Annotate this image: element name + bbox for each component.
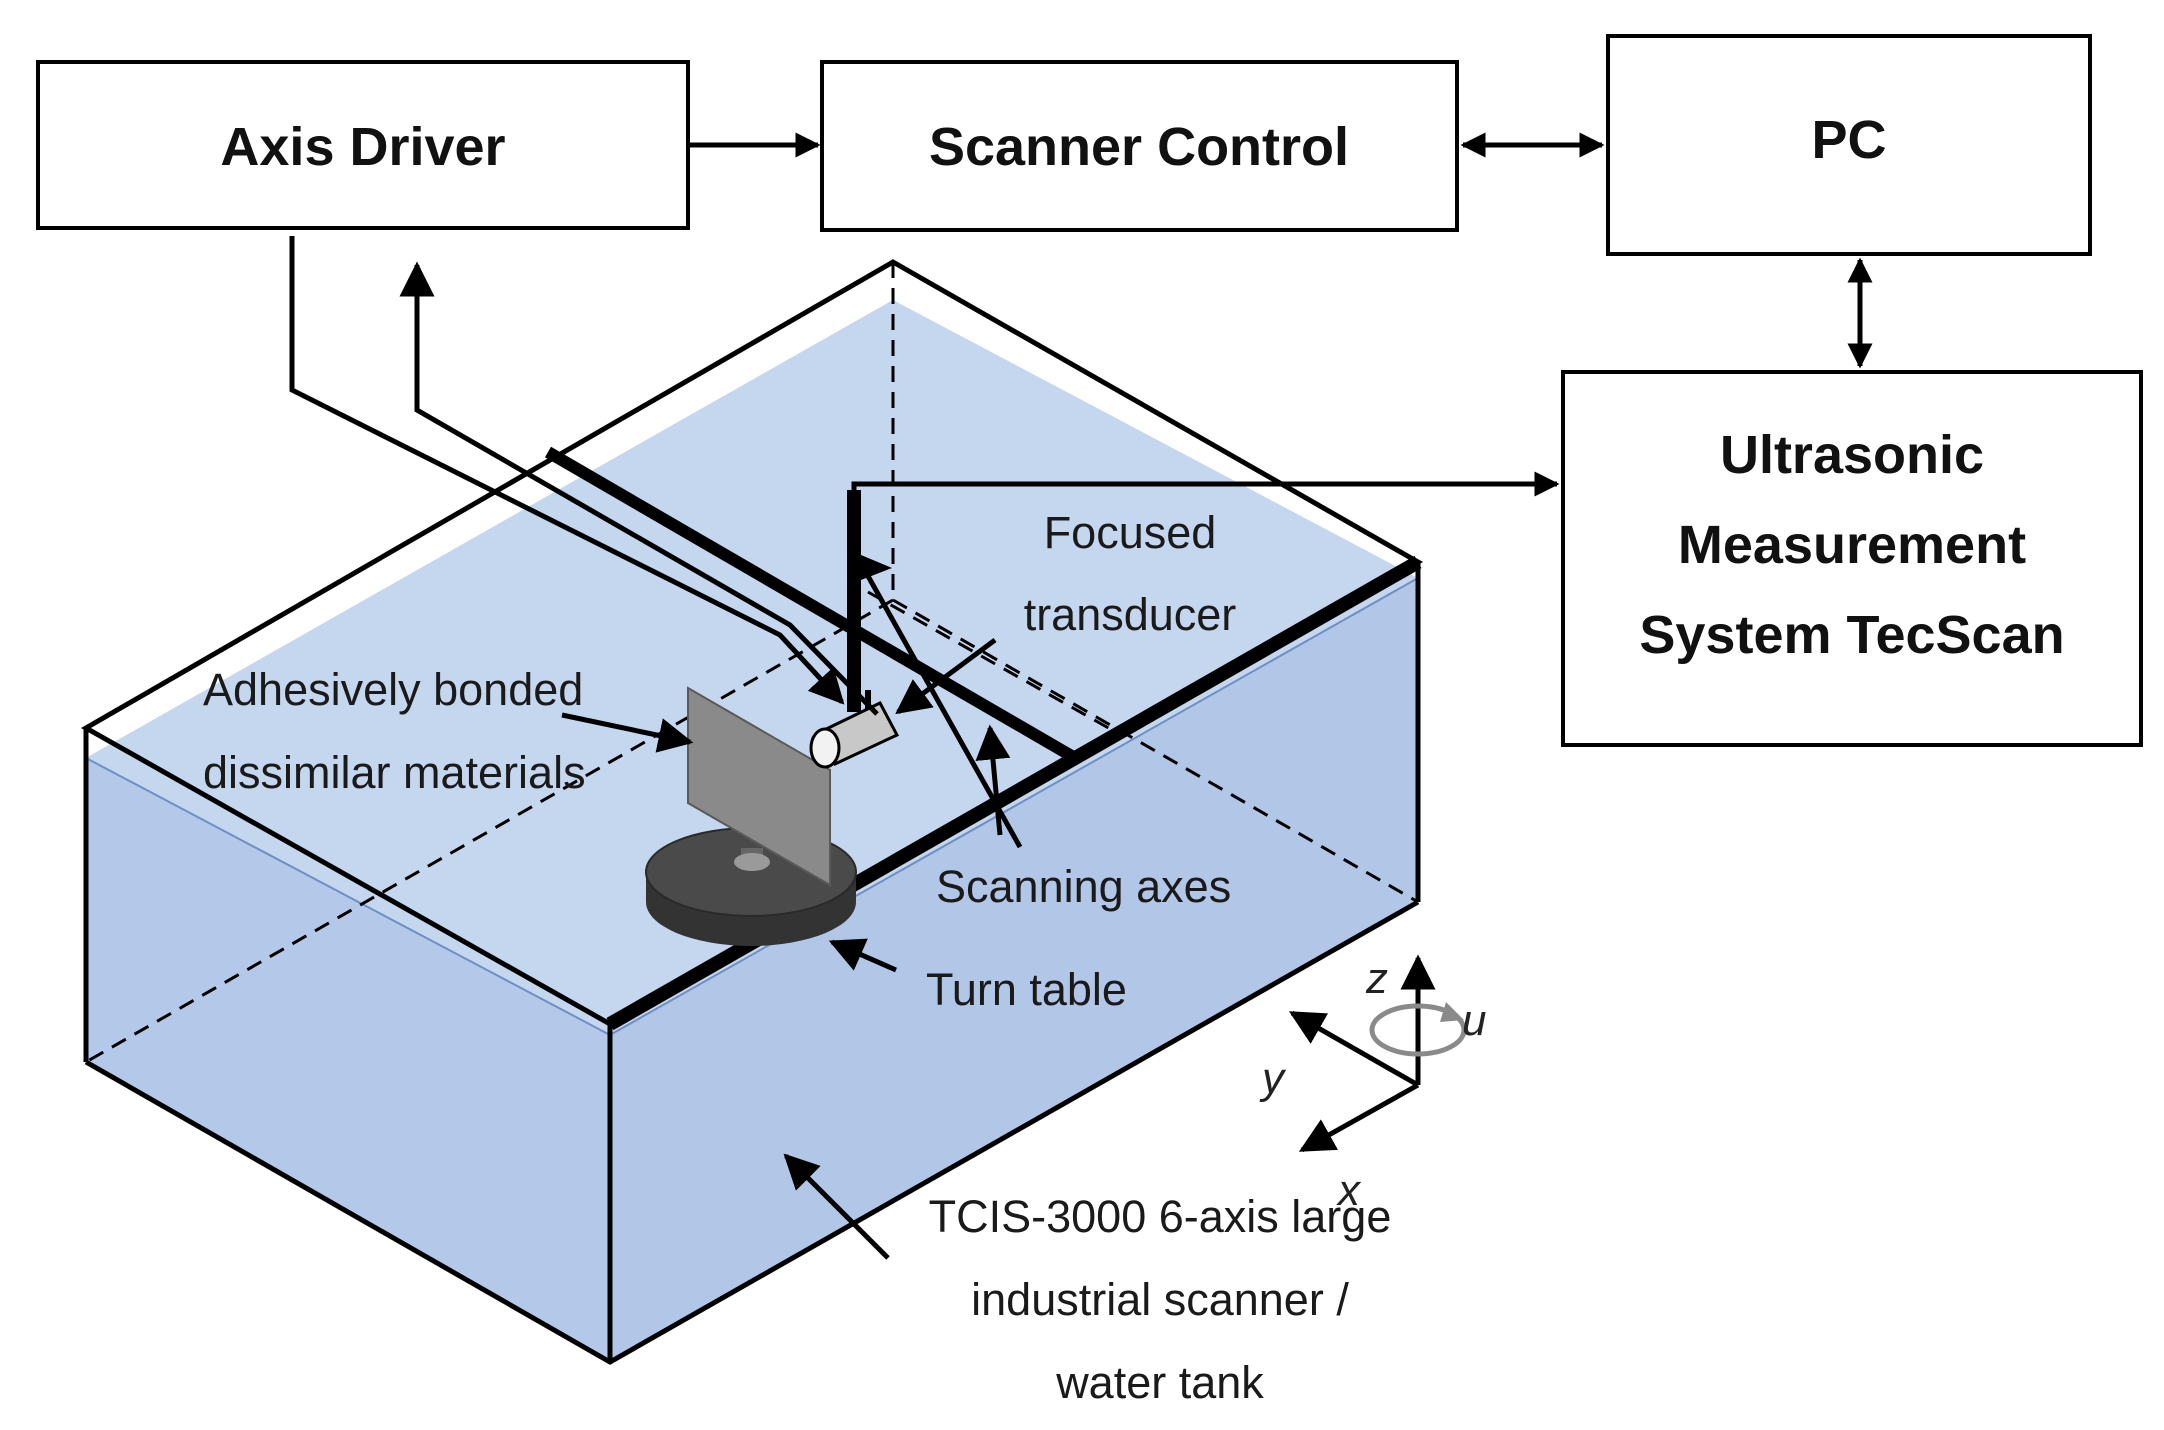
turntable-post-cap [734,853,770,871]
pc-box [1606,34,2092,256]
cable-encoder-to-axis-driver [399,261,879,716]
focused-transducer [809,690,900,769]
axis-driver-label: Axis Driver [220,117,505,177]
label-turn-table: Turn table [926,964,1127,1015]
label-adhesive-line1: Adhesively bonded [203,664,583,715]
ums-box [1561,370,2143,747]
ums-label-line2: Measurement [1678,515,2026,575]
label-scanning-axes: Scanning axes [936,861,1231,912]
tank-front-left-wall [86,758,610,1362]
label-tank-line1: TCIS-3000 6-axis large [929,1191,1392,1242]
scanner-control-box [820,60,1459,232]
ums-label-line3: System TecScan [1639,605,2064,665]
tank-bottom-edge [84,899,1420,1365]
axis-y-arrow [1288,1010,1420,1088]
scanner-control-label: Scanner Control [929,117,1349,177]
leader-adhesive [561,712,694,753]
cable-axis-driver-to-motor [289,236,845,705]
label-tank-line3: water tank [1055,1357,1264,1408]
block-scanner-control: Scanner Control [820,60,1459,232]
bonded-specimen [687,686,831,887]
leader-water-tank [783,1153,890,1260]
axis-y-label: y [1259,1054,1287,1103]
mast-bracket [861,555,892,580]
axis-x-label: x [1336,1166,1362,1215]
axis-u-arrowhead [1440,1002,1464,1022]
arrow-transducer-to-ums [851,471,1560,497]
gantry-rail-back [544,446,1079,764]
axis-x-arrow [1298,1082,1420,1153]
scanner-gantry [544,446,1422,1031]
label-adhesive-line2: dissimilar materials [203,747,586,798]
transducer-face [809,727,841,769]
gantry-rail-front [606,555,1422,1031]
leader-turn-table [828,938,898,973]
axis-u-rotation [1369,1003,1467,1057]
gantry-dashed-cross [867,590,1113,732]
label-focused-line2: transducer [1024,589,1237,640]
axis-u-label: u [1462,996,1486,1045]
leader-scanning-axes-2 [975,724,1011,836]
label-focused-line1: Focused [1044,507,1217,558]
block-pc: PC [1606,34,2092,256]
pc-label: PC [1811,110,1886,170]
ums-label-line1: Ultrasonic [1720,425,1984,485]
block-ultrasonic-measurement-system: Ultrasonic Measurement System TecScan [1561,370,2143,747]
coordinate-axes: z u y x [1259,954,1486,1215]
label-tank-line2: industrial scanner / [971,1274,1349,1325]
block-axis-driver: Axis Driver [36,60,690,230]
hidden-edge-right [892,598,1419,904]
axis-z-label: z [1365,954,1388,1003]
leader-focused-transducer [895,637,997,715]
